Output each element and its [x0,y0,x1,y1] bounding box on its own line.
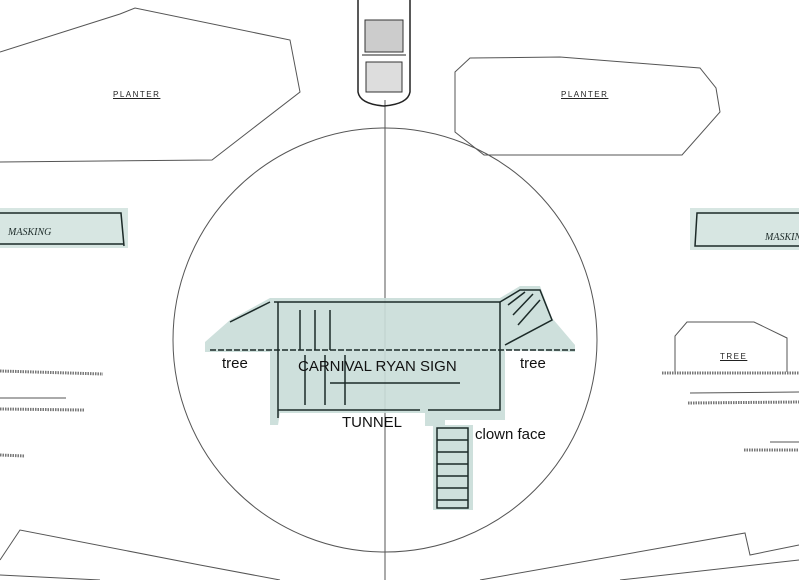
masking-board-left: MASKING [0,208,128,248]
tree-left-label: tree [222,355,248,372]
hatch-wall [0,407,85,412]
building-plan [205,286,575,510]
tunnel-label: TUNNEL [342,414,403,431]
tree-block-label: TREE [720,352,748,361]
masking-right-handwriting: MASKING [764,232,799,243]
masking-left-handwriting: MASKING [7,227,51,238]
planter-right-outline [454,56,721,156]
masking-board-right: MASKING [690,208,799,250]
sign-label: CARNIVAL RYAN SIGN [298,358,457,375]
curb-bottom-left [0,529,281,580]
planter-left-outline [0,7,301,163]
hatch-wall [0,453,26,458]
hatch-wall [0,369,104,376]
car-sketch [357,0,411,107]
tree-block-outline [674,321,788,372]
planter-left-label: PLANTER [113,90,161,99]
tree-right-label: tree [520,355,546,372]
hatch-wall [687,400,799,405]
planter-right-label: PLANTER [561,90,609,99]
clown-face-label: clown face [475,426,546,443]
curb-bottom-right [479,532,799,580]
